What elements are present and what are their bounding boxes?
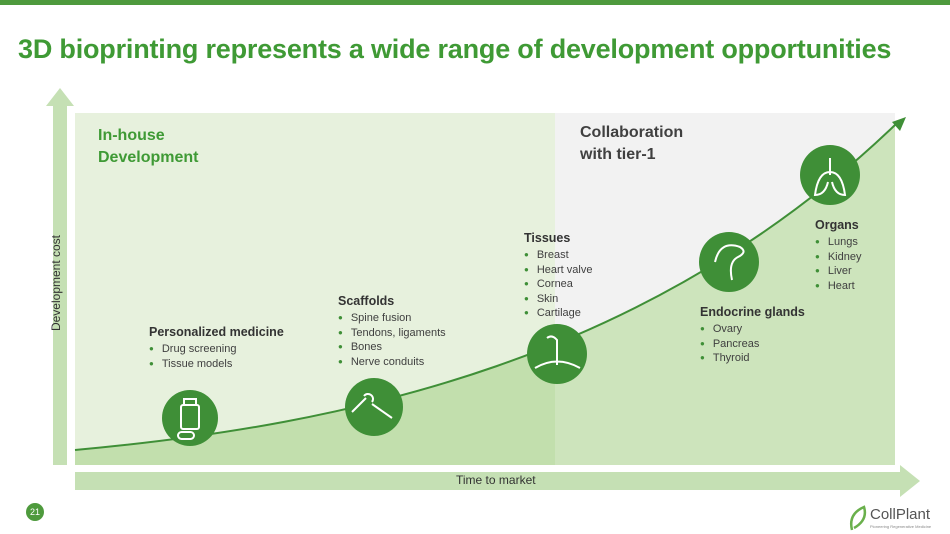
- top-bar: [0, 0, 950, 5]
- group-title: Tissues: [524, 231, 571, 245]
- list-item: Ovary: [700, 322, 805, 337]
- group-personalized-medicine: Personalized medicine Drug screeningTiss…: [149, 325, 284, 371]
- list-item: Cornea: [524, 277, 592, 292]
- list-item: Pancreas: [700, 337, 805, 352]
- logo-tagline: Pioneering Regenerative Medicine: [870, 524, 932, 529]
- y-axis-label: Development cost: [49, 234, 63, 332]
- list-item: Bones: [338, 340, 446, 355]
- list-item: Thyroid: [700, 351, 805, 366]
- list-item: Heart valve: [524, 263, 593, 278]
- curve-arrowhead: [892, 117, 906, 131]
- list-item: Tissue models: [149, 357, 284, 372]
- list-item: Tendons, ligaments: [338, 326, 446, 341]
- list-item: Drug screening: [149, 342, 284, 357]
- x-axis-label: Time to market: [456, 473, 536, 487]
- list-item: Spine fusion: [338, 311, 446, 326]
- collab-label-line1: Collaboration: [580, 124, 684, 141]
- inhouse-label-line1: In-house: [98, 127, 165, 144]
- slide-title: 3D bioprinting represents a wide range o…: [18, 34, 892, 64]
- pill-bottle-icon: [162, 390, 218, 446]
- collab-label-line2: with tier-1: [580, 146, 656, 163]
- page-number: 21: [26, 503, 44, 521]
- inhouse-label-line2: Development: [98, 149, 199, 166]
- group-title: Organs: [815, 218, 859, 232]
- inhouse-label: In-house Development: [98, 125, 198, 169]
- collplant-logo: CollPlant Pioneering Regenerative Medici…: [848, 504, 938, 532]
- leaf-logo-icon: [850, 505, 867, 531]
- list-item: Heart: [815, 279, 861, 294]
- list-item: Breast: [524, 248, 592, 263]
- x-axis-arrow: [75, 465, 920, 497]
- y-axis-arrow: [46, 88, 74, 465]
- group-title: Endocrine glands: [700, 305, 805, 319]
- group-title: Scaffolds: [338, 294, 395, 308]
- curve-fill-right: [555, 125, 895, 465]
- list-item: Liver: [815, 264, 861, 279]
- logo-name: CollPlant: [870, 506, 931, 523]
- group-tissues: Tissues BreastHeart valveCorneaSkinCarti…: [524, 231, 592, 321]
- list-item: Kidney: [815, 250, 862, 265]
- group-organs: Organs LungsKidneyLiverHeart: [815, 218, 861, 293]
- group-scaffolds: Scaffolds Spine fusionTendons, ligaments…: [338, 294, 446, 369]
- group-endocrine-glands: Endocrine glands OvaryPancreasThyroid: [700, 305, 805, 366]
- list-item: Lungs: [815, 235, 861, 250]
- group-title: Personalized medicine: [149, 325, 284, 339]
- collab-label: Collaboration with tier-1: [580, 122, 683, 166]
- list-item: Nerve conduits: [338, 355, 446, 370]
- pancreas-icon: [699, 232, 759, 292]
- list-item: Cartilage: [524, 306, 592, 321]
- joint-bone-icon: [345, 378, 403, 436]
- list-item: Skin: [524, 292, 592, 307]
